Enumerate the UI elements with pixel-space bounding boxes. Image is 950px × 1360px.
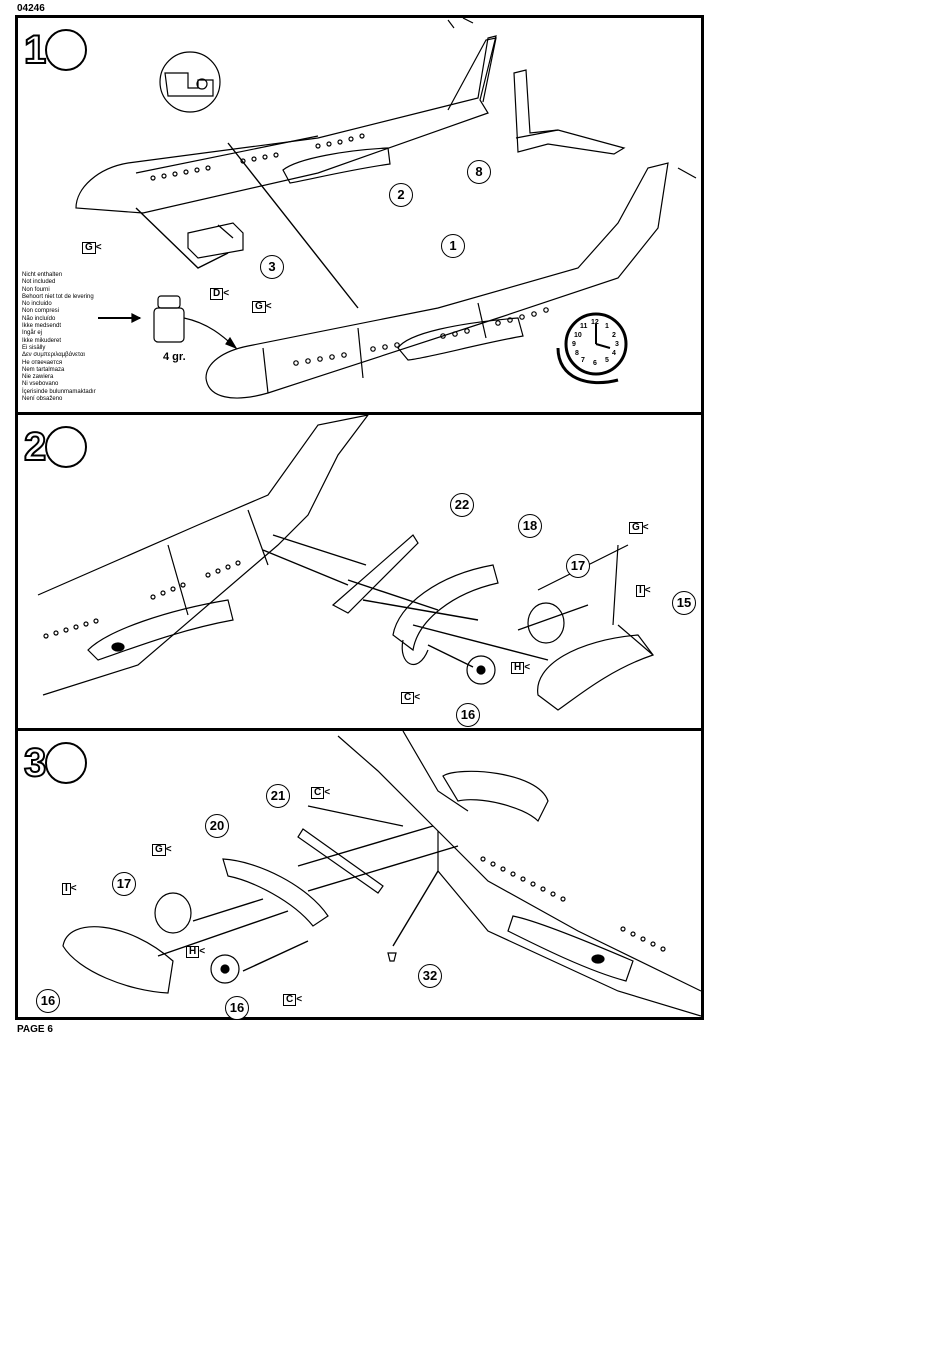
not-included-item: Nem tartalmaza xyxy=(22,366,65,373)
step-number: 3 xyxy=(23,741,47,785)
part-callout: 8 xyxy=(467,160,491,184)
glue-tube-icon xyxy=(45,426,87,468)
color-flag: C< xyxy=(311,787,336,799)
not-included-item: Ei sisälly xyxy=(22,344,46,351)
not-included-item: Není obsaženo xyxy=(22,396,63,403)
window-row xyxy=(480,856,666,952)
not-included-item: Not included xyxy=(22,279,56,286)
not-included-item: Ni vsebovano xyxy=(22,381,59,388)
clock-number: 12 xyxy=(591,319,599,326)
part-callout: 2 xyxy=(389,183,413,207)
not-included-item: Não incluído xyxy=(22,315,56,322)
clock-number: 2 xyxy=(612,332,616,339)
part-callout: 15 xyxy=(672,591,696,615)
clock-number: 9 xyxy=(572,341,576,348)
step-3-illustration xyxy=(62,731,701,1017)
color-flag: G< xyxy=(82,242,108,254)
part-callout: 20 xyxy=(205,814,229,838)
clock-number: 11 xyxy=(580,323,588,330)
clock-number: 3 xyxy=(615,341,619,348)
part-callout: 17 xyxy=(566,554,590,578)
clock-number: 8 xyxy=(575,350,579,357)
clock-number: 7 xyxy=(581,357,585,364)
glue-tube-icon xyxy=(45,742,87,784)
color-flag: C< xyxy=(283,994,308,1006)
not-included-item: Behoort niet tot de levering xyxy=(22,293,94,300)
step-2-panel: 2 22 18 17 15 16 G< I< H< C< xyxy=(18,412,701,728)
not-included-item: Ikke medsendt xyxy=(22,323,62,330)
color-flag: G< xyxy=(252,301,278,313)
not-included-item: Δεν συμπεριλαμβάνεται xyxy=(22,352,85,359)
not-included-item: İçerisinde bulunmamaktadır xyxy=(22,388,96,395)
step-number: 2 xyxy=(23,425,47,469)
color-flag: H< xyxy=(511,662,536,674)
part-callout: 21 xyxy=(266,784,290,808)
not-included-item: Ingår ej xyxy=(22,330,43,337)
step-number: 1 xyxy=(23,28,47,72)
clock-number: 6 xyxy=(593,360,597,367)
step-2-illustration xyxy=(37,415,654,711)
color-flag: D< xyxy=(210,288,235,300)
not-included-item: Non fourni xyxy=(22,286,50,293)
instruction-sheet: 1 2 8 3 1 G< D< G< Nicht enthalten Not i… xyxy=(15,15,704,1020)
color-flag: C< xyxy=(401,692,426,704)
part-callout: 22 xyxy=(450,493,474,517)
color-flag: G< xyxy=(152,844,178,856)
clock-drying-time-icon: 12 11 1 10 2 9 3 8 4 7 5 6 xyxy=(567,315,625,373)
window-row-1 xyxy=(293,307,549,366)
glue-quantity: 4 gr. xyxy=(163,351,186,363)
part-callout: 3 xyxy=(260,255,284,279)
step-1-illustration xyxy=(75,18,697,399)
step-1-panel: 1 2 8 3 1 G< D< G< Nicht enthalten Not i… xyxy=(18,18,701,412)
not-included-item: Nie zawiera xyxy=(22,374,54,381)
clock-number: 5 xyxy=(605,357,609,364)
glue-tube-icon xyxy=(45,29,87,71)
part-callout: 16 xyxy=(36,989,60,1013)
color-flag: I< xyxy=(62,883,83,895)
clock-number: 4 xyxy=(612,350,616,357)
not-included-item: Ikke mikuderet xyxy=(22,337,62,344)
color-flag: H< xyxy=(186,946,211,958)
step-3-panel: 3 21 20 17 16 16 32 C< G< I< H< C< xyxy=(18,728,701,1020)
part-callout: 17 xyxy=(112,872,136,896)
part-callout: 1 xyxy=(441,234,465,258)
not-included-item: Не отвечается xyxy=(22,359,63,366)
part-callout: 32 xyxy=(418,964,442,988)
color-flag: G< xyxy=(629,522,655,534)
part-callout: 16 xyxy=(225,996,249,1020)
not-included-item: No incluido xyxy=(22,301,52,308)
not-included-item: Nicht enthalten xyxy=(22,272,63,278)
part-callout: 16 xyxy=(456,703,480,727)
clock-number: 1 xyxy=(605,323,609,330)
window-row xyxy=(43,560,241,639)
color-flag: I< xyxy=(636,585,657,597)
not-included-list: Nicht enthalten Not included Non fourni … xyxy=(22,272,132,403)
page-number: PAGE 6 xyxy=(17,1024,53,1035)
not-included-item: Non compresi xyxy=(22,308,60,315)
clock-number: 10 xyxy=(574,332,582,339)
window-row-2 xyxy=(150,133,365,181)
document-code: 04246 xyxy=(17,3,45,14)
part-callout: 18 xyxy=(518,514,542,538)
